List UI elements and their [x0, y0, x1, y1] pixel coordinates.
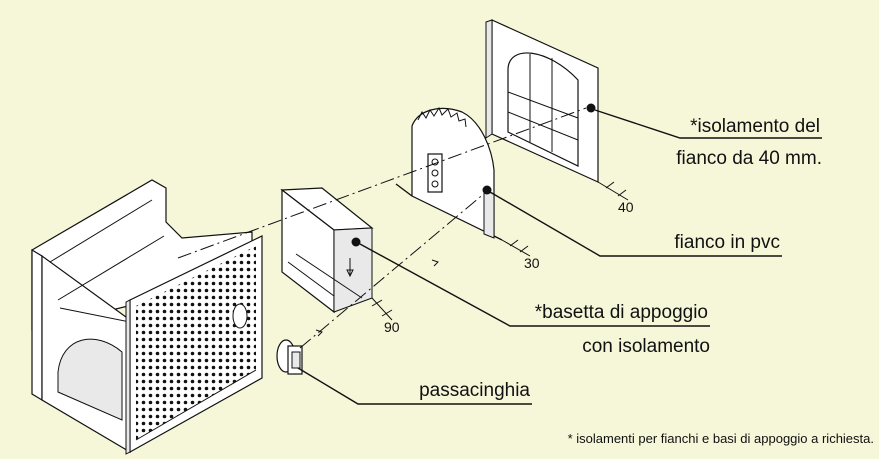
assembly-center-lines	[177, 107, 587, 349]
belt-guide-part	[276, 339, 303, 375]
label-insulation-side-line2: fianco da 40 mm.	[676, 148, 822, 169]
label-base-support-line2: con isolamento	[582, 336, 710, 357]
chassis-body	[31, 179, 253, 454]
dimension-marks	[371, 181, 629, 321]
label-belt-guide: passacinghia	[419, 380, 530, 401]
insulation-panel	[485, 19, 599, 183]
leader-lines	[297, 109, 822, 405]
label-base-support-line1: *basetta di appoggio	[535, 302, 708, 323]
perforated-front-panel	[125, 235, 263, 455]
dimension-90: 90	[384, 319, 400, 335]
dimension-40: 40	[618, 199, 634, 215]
footnote: * isolamenti per fianchi e basi di appog…	[568, 431, 874, 446]
label-insulation-side-line1: *isolamento del	[690, 116, 820, 137]
label-pvc-side: fianco in pvc	[674, 232, 780, 253]
dimension-30: 30	[524, 255, 540, 271]
base-support-box	[280, 187, 374, 314]
pvc-side-panel	[395, 106, 503, 241]
